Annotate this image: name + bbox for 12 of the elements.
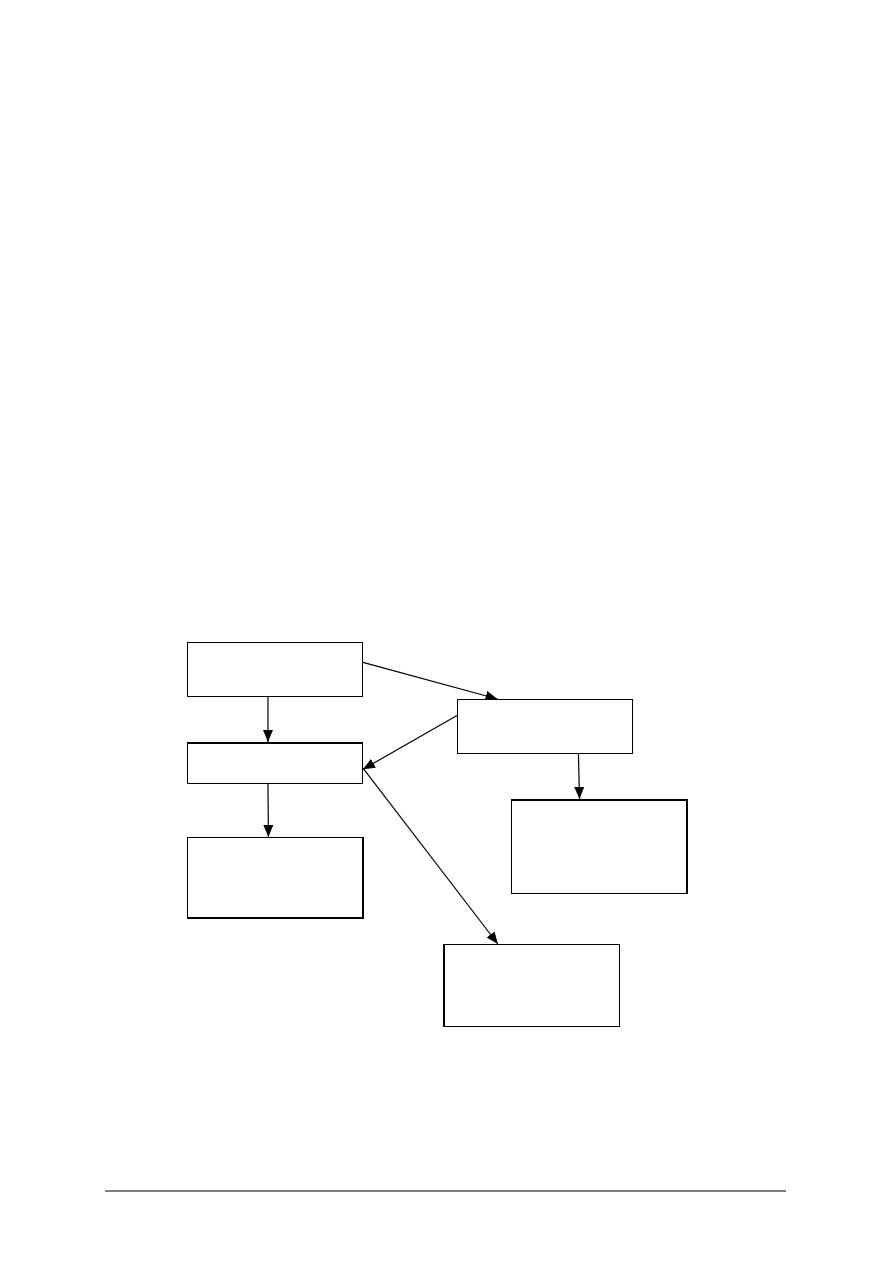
arrow (263, 783, 274, 838)
arrow (262, 696, 273, 743)
arrow (362, 714, 458, 770)
arrow (362, 661, 499, 701)
empty-box (443, 944, 620, 1027)
empty-box (187, 837, 364, 919)
empty-box (187, 742, 363, 784)
arrow (362, 767, 499, 945)
arrow (574, 753, 585, 800)
empty-box (511, 799, 688, 894)
empty-box (187, 642, 363, 697)
empty-box (457, 699, 633, 754)
